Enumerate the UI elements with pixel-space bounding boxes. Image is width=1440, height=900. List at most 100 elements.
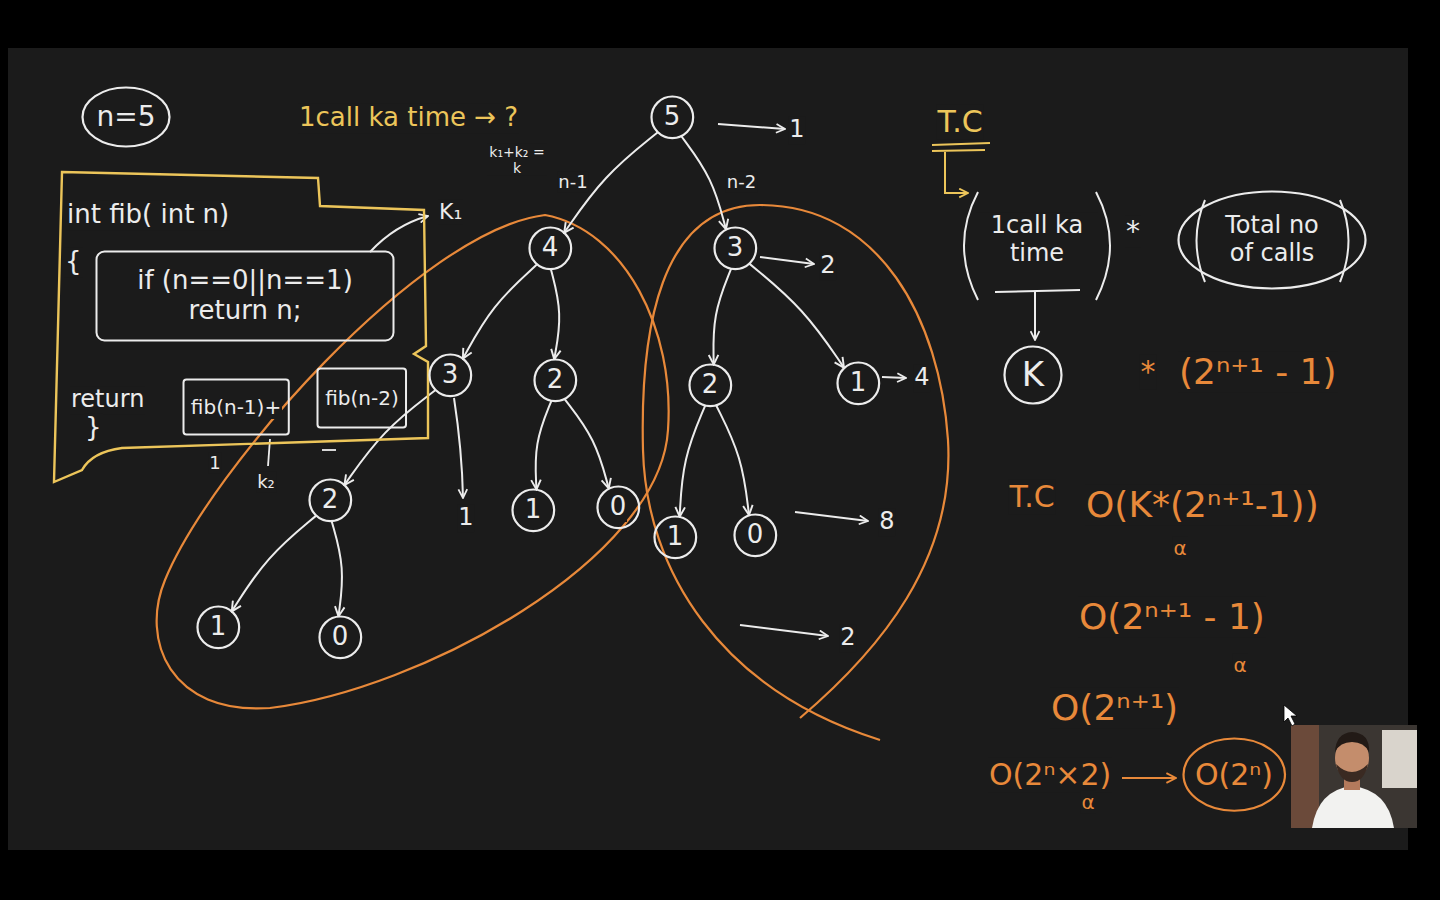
parenthesis bbox=[1197, 200, 1349, 282]
call-circle: 1 bbox=[511, 488, 556, 533]
drop-mark: α bbox=[1172, 537, 1187, 560]
node-text: 2 bbox=[546, 365, 565, 395]
node-content: 0 bbox=[318, 615, 363, 660]
code-box: int fib( int n){return}if (n==0||n==1)re… bbox=[52, 170, 430, 482]
box-outline bbox=[97, 252, 394, 341]
level-count: 8 bbox=[878, 508, 895, 536]
code-line: } bbox=[84, 413, 103, 443]
node-content: K bbox=[1003, 345, 1063, 405]
count-arrow bbox=[760, 257, 814, 264]
call-number: 1 bbox=[208, 453, 221, 474]
webcam-ground bbox=[1291, 725, 1417, 828]
ellipse-outline bbox=[309, 479, 351, 521]
person-shirt bbox=[1312, 786, 1394, 828]
call-arrow bbox=[536, 401, 552, 490]
ellipse-outline bbox=[529, 227, 571, 269]
count-arrow bbox=[795, 512, 868, 521]
cost-label: k₂ bbox=[256, 472, 276, 493]
call-arrow bbox=[232, 516, 316, 612]
node-text: 4 bbox=[541, 233, 560, 263]
node-content: O(2ⁿ) bbox=[1182, 737, 1286, 812]
heading-text: T.C bbox=[1008, 480, 1055, 515]
level-count: 2 bbox=[839, 624, 856, 652]
note-text: 1call ka time → ? bbox=[298, 103, 519, 133]
call-arrow bbox=[564, 399, 608, 489]
leader-arrow bbox=[370, 216, 428, 252]
node-content: 3 bbox=[713, 226, 758, 271]
heading-text: T.C bbox=[936, 105, 983, 140]
parenthesis bbox=[964, 192, 1110, 300]
call-arrow bbox=[681, 136, 726, 229]
code-outline bbox=[54, 172, 428, 482]
node-content: fib(n-1)+ bbox=[182, 378, 290, 436]
node-text: 0 bbox=[609, 492, 628, 522]
call-arrow bbox=[551, 269, 559, 359]
call-arrow bbox=[716, 405, 749, 515]
node-text: 1 bbox=[524, 495, 543, 525]
node-text: 1 bbox=[209, 612, 228, 642]
level-count: 1 bbox=[788, 116, 805, 144]
node-content: 4 bbox=[528, 226, 573, 271]
edge-label: n-1 bbox=[557, 172, 588, 193]
node-text: fib(n-2) bbox=[324, 387, 400, 410]
constant-circle: K bbox=[1003, 345, 1063, 405]
leaf-arrow bbox=[454, 398, 463, 498]
webcam-inset bbox=[1291, 725, 1417, 828]
formula-text: O(2ⁿ⁺¹ - 1) bbox=[1078, 596, 1266, 637]
call-circle: 2 bbox=[688, 363, 733, 408]
underline bbox=[995, 290, 1080, 292]
board-ground bbox=[8, 48, 1408, 850]
ellipse-outline bbox=[654, 516, 696, 558]
formula-text: O(2ⁿ×2) bbox=[988, 758, 1112, 793]
node-content: 0 bbox=[733, 513, 778, 558]
ellipse-outline bbox=[429, 354, 471, 396]
node-content: 2 bbox=[533, 358, 578, 403]
ellipse-outline bbox=[534, 359, 576, 401]
answer-ellipse: O(2ⁿ) bbox=[1182, 737, 1286, 812]
formula-text: (2ⁿ⁺¹ - 1) bbox=[1178, 351, 1338, 392]
webcam-wall bbox=[1382, 730, 1417, 788]
node-content: fib(n-2) bbox=[316, 367, 408, 429]
count-arrow bbox=[740, 625, 828, 636]
formula-text: O(2ⁿ⁺¹) bbox=[1050, 687, 1179, 728]
call-circle: 1 bbox=[836, 361, 881, 406]
call-circle: 4 bbox=[528, 226, 573, 271]
count-arrow bbox=[882, 377, 906, 378]
operator-text: * bbox=[1125, 216, 1141, 248]
drop-mark: α bbox=[1232, 654, 1247, 677]
node-text: return n; bbox=[187, 296, 302, 326]
node-text: Total no of calls bbox=[1211, 212, 1333, 267]
call-circle: 0 bbox=[596, 485, 641, 530]
node-content: 1 bbox=[196, 605, 241, 650]
node-content: 2 bbox=[308, 478, 353, 523]
call-circle: 1 bbox=[653, 515, 698, 560]
code-line: { bbox=[64, 247, 83, 277]
person-hair bbox=[1335, 732, 1369, 752]
node-text: 3 bbox=[441, 360, 460, 390]
down-arrow bbox=[1034, 292, 1036, 340]
call-circle: 3 bbox=[428, 353, 473, 398]
person-beard bbox=[1336, 764, 1368, 782]
ellipse-outline bbox=[319, 616, 361, 658]
call-circle: 3 bbox=[713, 226, 758, 271]
ellipse-outline bbox=[512, 489, 554, 531]
call-circle: 2 bbox=[533, 358, 578, 403]
node-text: O(2ⁿ) bbox=[1194, 758, 1274, 793]
node-text: n=5 bbox=[95, 101, 156, 133]
call-box: fib(n-1)+ bbox=[182, 378, 290, 436]
node-text: fib(n-1)+ bbox=[190, 396, 282, 419]
call-circle: 0 bbox=[318, 615, 363, 660]
mouse-cursor bbox=[1284, 705, 1297, 726]
bent-arrow bbox=[945, 152, 968, 193]
node-text: 0 bbox=[331, 622, 350, 652]
call-circle: 2 bbox=[308, 478, 353, 523]
node-content: 0 bbox=[596, 485, 641, 530]
ellipse-outline bbox=[651, 96, 693, 138]
cost-label: K₁ bbox=[438, 199, 463, 224]
node-text: 3 bbox=[726, 233, 745, 263]
call-circle: 0 bbox=[733, 513, 778, 558]
code-line: int fib( int n) bbox=[66, 200, 230, 230]
node-content: 2 bbox=[688, 363, 733, 408]
